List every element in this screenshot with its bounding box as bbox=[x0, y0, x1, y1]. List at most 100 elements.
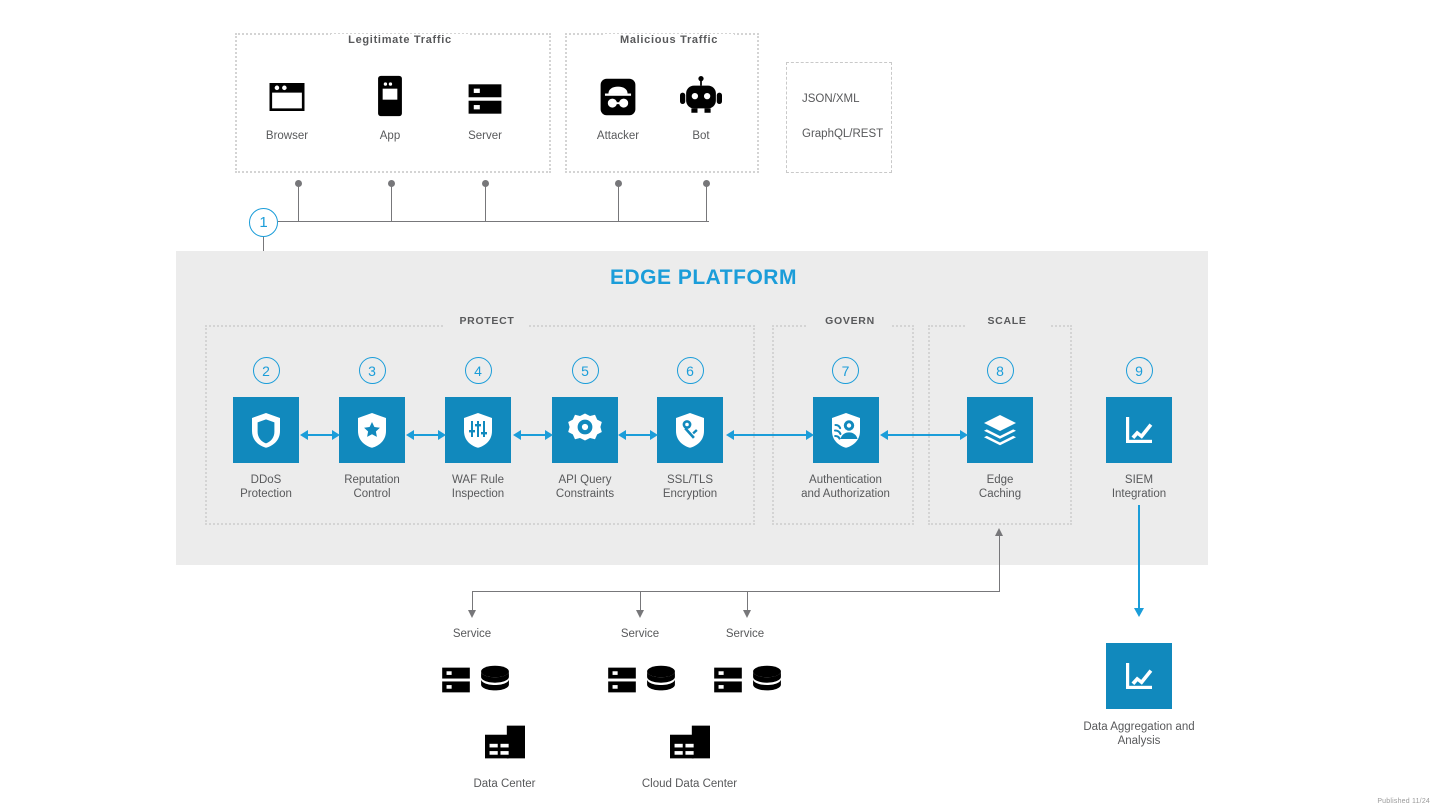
database-icon bbox=[647, 665, 675, 691]
siem-analytics-arrowhead bbox=[1134, 608, 1144, 617]
origin-return-riser bbox=[999, 533, 1001, 592]
capability-label: API Query Constraints bbox=[556, 473, 614, 501]
capability-label-line2: Inspection bbox=[451, 488, 505, 500]
arrow-bar bbox=[888, 434, 960, 436]
published-footer: Published 11/24 bbox=[1377, 798, 1430, 805]
source-attacker: Attacker bbox=[573, 72, 663, 142]
capability-siem-integration[interactable]: 9 SIEM Integration bbox=[1089, 357, 1189, 501]
server-icon bbox=[440, 72, 530, 118]
server-icon bbox=[442, 667, 470, 693]
capability-api-query-constraints[interactable]: 5 API Query Constraints bbox=[535, 357, 635, 501]
analytics-label: Data Aggregation and Analysis bbox=[1083, 720, 1194, 748]
connector-dot bbox=[615, 180, 622, 187]
capability-label: SIEM Integration bbox=[1112, 473, 1166, 501]
origin-drop bbox=[640, 591, 642, 611]
data-aggregation-analysis[interactable]: Data Aggregation and Analysis bbox=[1064, 643, 1214, 748]
data-center-label: Data Center bbox=[473, 778, 536, 790]
capability-label-line2: Encryption bbox=[662, 488, 718, 500]
analytics-label-line2: Analysis bbox=[1117, 735, 1161, 747]
arrow-left-head bbox=[880, 430, 888, 440]
arrow-bar bbox=[734, 434, 806, 436]
zone-govern-label: GOVERN bbox=[808, 315, 892, 327]
arrow-bar bbox=[626, 434, 650, 436]
mobile-app-icon bbox=[345, 72, 435, 118]
source-label: Server bbox=[468, 130, 502, 142]
arrow-right-head bbox=[332, 430, 340, 440]
connector-dot bbox=[295, 180, 302, 187]
service-label-3: Service bbox=[725, 628, 765, 640]
capability-label-line2: Control bbox=[353, 488, 391, 500]
building-icon bbox=[669, 725, 710, 759]
arrow-left-head bbox=[726, 430, 734, 440]
step-number: 3 bbox=[368, 362, 376, 379]
connector-stub bbox=[391, 186, 393, 221]
source-label: Attacker bbox=[596, 130, 640, 142]
server-icon bbox=[714, 667, 742, 693]
data-center-label: Cloud Data Center bbox=[641, 778, 738, 790]
capability-label-line1: WAF Rule bbox=[452, 474, 504, 486]
zone-scale-label: SCALE bbox=[965, 315, 1049, 327]
page-title: EDGE PLATFORM bbox=[610, 266, 797, 289]
flow-arrow-6-7 bbox=[726, 430, 814, 440]
step-number: 1 bbox=[259, 214, 268, 231]
connector-stub bbox=[485, 186, 487, 221]
arrow-right-head bbox=[438, 430, 446, 440]
capability-edge-caching[interactable]: 8 Edge Caching bbox=[950, 357, 1050, 501]
capability-label-line1: SSL/TLS bbox=[666, 474, 714, 486]
capability-ssl-tls-encryption[interactable]: 6 SSL/TLS Encryption bbox=[640, 357, 740, 501]
capability-label-line1: Edge bbox=[986, 474, 1014, 486]
flow-arrow-5-6 bbox=[618, 430, 658, 440]
arrow-right-head bbox=[960, 430, 968, 440]
step-number: 9 bbox=[1135, 362, 1143, 379]
chart-icon bbox=[1106, 643, 1172, 709]
step-number: 8 bbox=[996, 362, 1004, 379]
capability-label-line1: API Query bbox=[558, 474, 612, 486]
layers-icon bbox=[967, 397, 1033, 463]
capability-label-line1: DDoS bbox=[250, 474, 282, 486]
capability-label-line1: Authentication bbox=[809, 474, 882, 486]
origin-bus bbox=[472, 591, 1000, 593]
origin-drop-arrowhead bbox=[468, 610, 476, 618]
source-bot: Bot bbox=[656, 72, 746, 142]
shield-user-icon bbox=[812, 397, 879, 463]
capability-reputation-control[interactable]: 3 Reputation Control bbox=[322, 357, 422, 501]
step-4-badge: 4 bbox=[464, 357, 492, 384]
origin-return-arrowhead bbox=[995, 528, 1003, 536]
attacker-icon bbox=[573, 72, 663, 118]
source-label: App bbox=[379, 130, 401, 142]
capability-authentication-authorization[interactable]: 7 Authentication and Authorization bbox=[778, 357, 913, 501]
connector-dot bbox=[388, 180, 395, 187]
shield-star-icon bbox=[339, 397, 405, 463]
chart-icon bbox=[1106, 397, 1172, 463]
arrow-left-head bbox=[406, 430, 414, 440]
siem-analytics-line bbox=[1138, 505, 1140, 610]
source-browser: Browser bbox=[242, 72, 332, 142]
service-label-1: Service bbox=[452, 628, 492, 640]
flow-arrow-4-5 bbox=[513, 430, 553, 440]
step-number: 7 bbox=[841, 362, 850, 379]
origin-drop bbox=[747, 591, 749, 611]
malicious-traffic-title: Malicious Traffic bbox=[604, 34, 734, 46]
step-5-badge: 5 bbox=[571, 357, 599, 384]
step-2-badge: 2 bbox=[252, 357, 280, 384]
flow-arrow-2-3 bbox=[300, 430, 340, 440]
capability-waf-rule-inspection[interactable]: 4 WAF Rule Inspection bbox=[428, 357, 528, 501]
step-8-badge: 8 bbox=[986, 357, 1014, 384]
shield-icon bbox=[233, 397, 299, 463]
browser-icon bbox=[242, 72, 332, 118]
origin-drop-arrowhead bbox=[743, 610, 751, 618]
source-label: Bot bbox=[692, 130, 710, 142]
source-server: Server bbox=[440, 72, 530, 142]
protocol-graphql-rest: GraphQL/REST bbox=[802, 128, 884, 140]
arrow-right-head bbox=[806, 430, 814, 440]
flow-arrow-3-4 bbox=[406, 430, 446, 440]
protocols-group bbox=[786, 62, 892, 173]
arrow-left-head bbox=[513, 430, 521, 440]
protocol-json-xml: JSON/XML bbox=[802, 93, 860, 105]
step-number: 2 bbox=[262, 362, 270, 379]
flow-arrow-7-8 bbox=[880, 430, 968, 440]
step-7-badge: 7 bbox=[832, 357, 859, 384]
capability-ddos-protection[interactable]: 2 DDoS Protection bbox=[216, 357, 316, 501]
step-3-badge: 3 bbox=[358, 357, 386, 384]
capability-label: Reputation Control bbox=[344, 473, 400, 501]
